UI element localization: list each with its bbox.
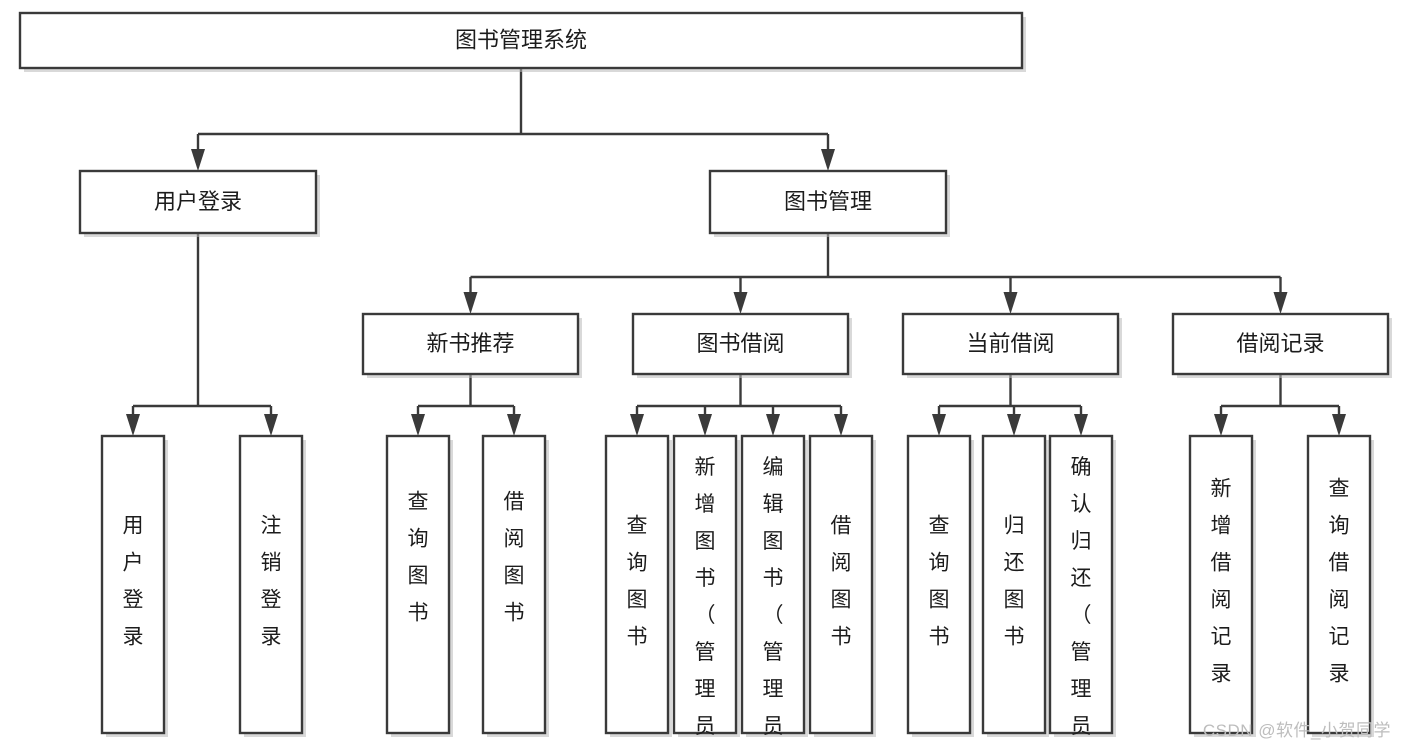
flow-node-leaf-borrow-book-2[interactable]: 借阅图书 (808, 434, 876, 737)
node-box[interactable] (361, 312, 580, 376)
flow-node-current[interactable]: 当前借阅 (901, 312, 1122, 378)
node-label: 编辑图书（管理员） (763, 456, 784, 747)
node-label: 借阅图书 (504, 491, 525, 625)
edge-arrowhead (191, 149, 205, 171)
node-label: 归还图书 (1004, 515, 1025, 649)
node-box[interactable] (672, 434, 738, 735)
node-box[interactable] (1048, 434, 1114, 735)
edge-arrowhead (834, 414, 848, 436)
edge-arrowhead (507, 414, 521, 436)
flow-node-leaf-borrow-book-1[interactable]: 借阅图书 (481, 434, 549, 737)
edge-arrowhead (1273, 292, 1288, 314)
node-label: 用户登录 (154, 189, 242, 214)
node-box[interactable] (901, 312, 1120, 376)
edge-layer (126, 68, 1346, 436)
node-box[interactable] (981, 434, 1047, 735)
edge-arrowhead (821, 149, 835, 171)
flow-node-leaf-add-record[interactable]: 新增借阅记录 (1188, 434, 1256, 737)
node-label: 新增借阅记录 (1211, 478, 1232, 686)
node-label: 查询图书 (929, 515, 950, 649)
edge-arrowhead (1074, 414, 1088, 436)
edge-arrowhead (766, 414, 780, 436)
flow-node-leaf-query-book-3[interactable]: 查询图书 (906, 434, 974, 737)
edge-arrowhead (698, 414, 712, 436)
flow-node-leaf-query-book-2[interactable]: 查询图书 (604, 434, 672, 737)
node-box[interactable] (808, 434, 874, 735)
flow-node-leaf-edit-book[interactable]: 编辑图书（管理员） (740, 434, 808, 747)
node-label: 查询图书 (408, 491, 429, 625)
node-label: 确认归还（管理员） (1071, 456, 1092, 747)
edge-arrowhead (463, 292, 478, 314)
node-label: 借阅图书 (831, 515, 852, 649)
node-label: 用户登录 (123, 515, 144, 649)
node-label: 注销登录 (261, 515, 282, 649)
node-label: 借阅记录 (1236, 331, 1324, 356)
flow-node-records[interactable]: 借阅记录 (1171, 312, 1392, 378)
flow-node-leaf-add-book[interactable]: 新增图书（管理员） (672, 434, 740, 747)
edge-arrowhead (1214, 414, 1228, 436)
node-box[interactable] (740, 434, 806, 735)
edge-arrowhead (630, 414, 644, 436)
node-label: 图书管理 (784, 189, 872, 214)
edge-arrowhead (126, 414, 140, 436)
node-box[interactable] (604, 434, 670, 735)
node-box[interactable] (100, 434, 166, 735)
flow-node-leaf-user-login[interactable]: 用户登录 (100, 434, 168, 737)
edge-arrowhead (1332, 414, 1346, 436)
flow-node-leaf-return-book[interactable]: 归还图书 (981, 434, 1049, 737)
flow-node-bookmgr[interactable]: 图书管理 (708, 169, 950, 237)
node-label: 查询图书 (627, 515, 648, 649)
node-box[interactable] (18, 11, 1024, 70)
node-label: 新增图书（管理员） (695, 456, 716, 747)
node-box[interactable] (238, 434, 304, 735)
edge-arrowhead (1003, 292, 1018, 314)
node-label: 当前借阅 (966, 331, 1054, 356)
node-box[interactable] (481, 434, 547, 735)
node-box[interactable] (1188, 434, 1254, 735)
node-label: 图书管理系统 (455, 27, 587, 52)
node-layer: 图书管理系统用户登录图书管理新书推荐图书借阅当前借阅借阅记录用户登录注销登录查询… (18, 11, 1392, 747)
node-box[interactable] (1306, 434, 1372, 735)
edge-arrowhead (411, 414, 425, 436)
node-box[interactable] (906, 434, 972, 735)
edge-arrowhead (264, 414, 278, 436)
node-box[interactable] (1171, 312, 1390, 376)
node-box[interactable] (385, 434, 451, 735)
node-label: 图书借阅 (696, 331, 784, 356)
flow-node-root[interactable]: 图书管理系统 (18, 11, 1026, 72)
flow-node-borrow[interactable]: 图书借阅 (631, 312, 852, 378)
edge-arrowhead (932, 414, 946, 436)
node-box[interactable] (631, 312, 850, 376)
node-label: 查询借阅记录 (1329, 478, 1350, 686)
flow-node-newbook[interactable]: 新书推荐 (361, 312, 582, 378)
watermark-label: CSDN @软件_小贺同学 (1202, 721, 1391, 740)
flow-node-leaf-confirm-return[interactable]: 确认归还（管理员） (1048, 434, 1116, 747)
flow-node-login[interactable]: 用户登录 (78, 169, 320, 237)
edge-arrowhead (1007, 414, 1021, 436)
flow-node-leaf-logout[interactable]: 注销登录 (238, 434, 306, 737)
node-box[interactable] (708, 169, 948, 235)
flow-node-leaf-query-book-1[interactable]: 查询图书 (385, 434, 453, 737)
flow-node-leaf-query-record[interactable]: 查询借阅记录 (1306, 434, 1374, 737)
node-box[interactable] (78, 169, 318, 235)
edge-arrowhead (733, 292, 748, 314)
node-label: 新书推荐 (426, 331, 514, 356)
